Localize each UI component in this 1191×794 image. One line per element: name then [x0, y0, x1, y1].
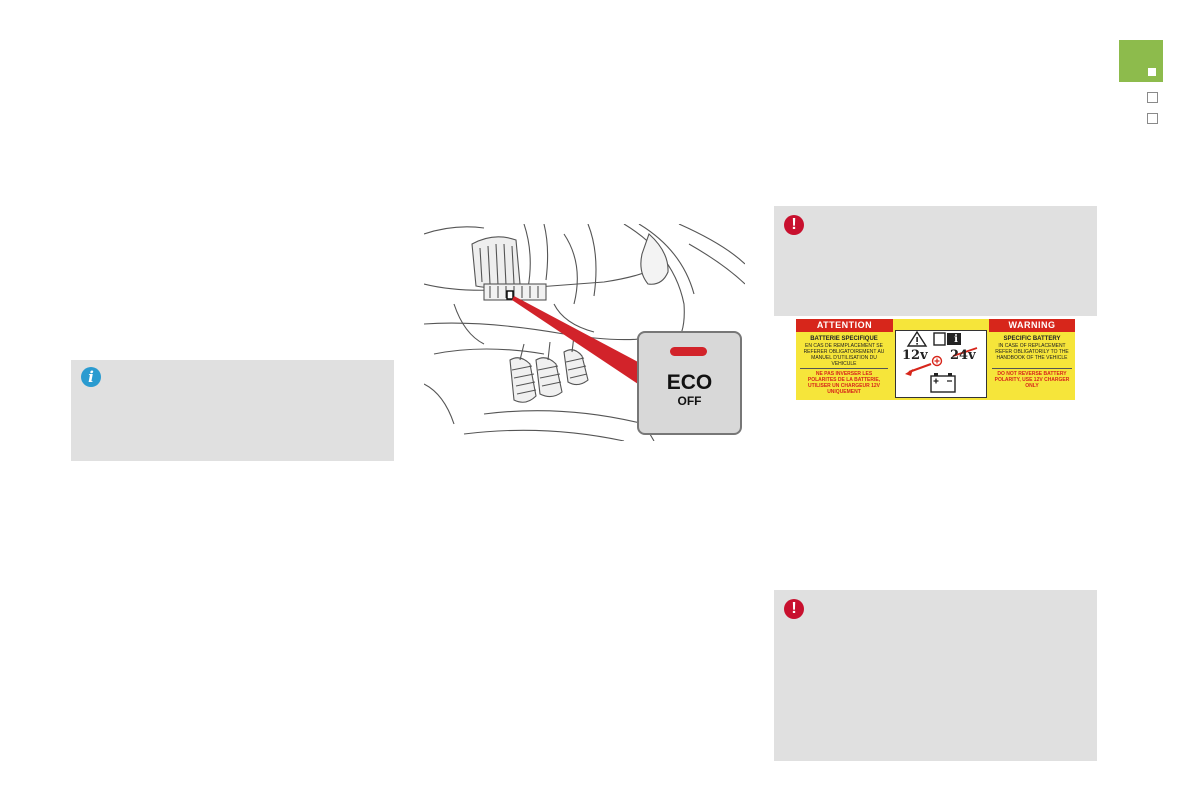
strike-24v: [952, 347, 978, 357]
battery-icon: [930, 375, 956, 393]
dashboard-drawing: [424, 224, 745, 441]
battery-pictogram: i 12v 24v: [895, 330, 987, 398]
label-en-body: IN CASE OF REPLACEMENT REFER OBLIGATORIL…: [995, 343, 1069, 361]
switch-label-off: OFF: [677, 394, 702, 408]
eco-off-led-icon: [670, 347, 707, 356]
warning-icon: !: [784, 599, 804, 619]
label-fr-red: NE PAS INVERSER LES POLARITES DE LA BATT…: [807, 371, 881, 395]
info-note-box: i: [71, 360, 394, 461]
volt-12: 12v: [902, 348, 928, 363]
chapter-tab-marker: [1148, 68, 1156, 76]
handbook-icon: [933, 332, 946, 346]
chapter-nav-box-2[interactable]: [1147, 113, 1158, 124]
warning-note-box-2: !: [774, 590, 1097, 761]
label-fr-body: EN CAS DE REMPLACEMENT SE REFERER OBLIGA…: [803, 343, 885, 367]
jumper-clamp-icon: [908, 362, 932, 374]
label-en-title: SPECIFIC BATTERY: [1003, 336, 1061, 342]
warning-triangle-icon: [906, 330, 928, 347]
label-warning-header: WARNING: [989, 319, 1075, 332]
chapter-tab[interactable]: [1119, 40, 1163, 82]
info-icon: i: [81, 367, 101, 387]
label-attention-header: ATTENTION: [796, 319, 893, 332]
chapter-nav-box-1[interactable]: [1147, 92, 1158, 103]
info-glyph: i: [954, 334, 958, 345]
label-en-red: DO NOT REVERSE BATTERY POLARITY, USE 12V…: [994, 371, 1070, 389]
warning-icon: !: [784, 215, 804, 235]
volt-24: 24v: [950, 348, 976, 363]
eco-off-switch-illustration: ECO OFF: [424, 224, 745, 441]
switch-label-eco: ECO: [666, 371, 713, 394]
warning-note-box-1: !: [774, 206, 1097, 316]
battery-warning-label: ATTENTION WARNING BATTERIE SPECIFIQUE EN…: [796, 319, 1075, 400]
label-fr-title: BATTERIE SPECIFIQUE: [810, 336, 878, 342]
